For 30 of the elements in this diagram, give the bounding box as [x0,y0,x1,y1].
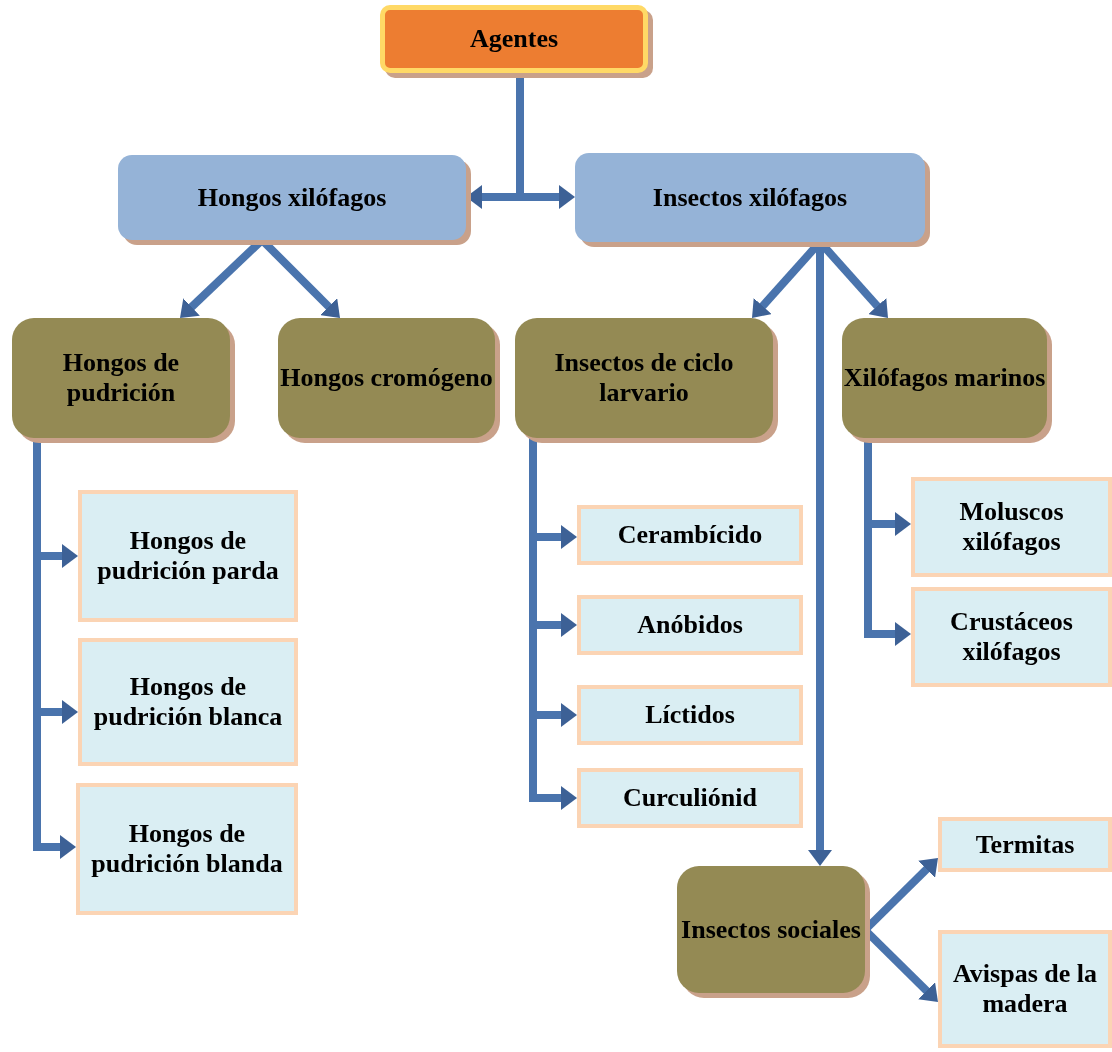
node-label: Agentes [469,24,559,54]
node-label: Hongos de pudrición blanca [92,672,284,732]
item-box [78,490,298,622]
node-label: Líctidos [645,700,735,730]
item-box [577,505,803,565]
node-label: Hongos cromógeno [280,363,493,393]
node-label: Insectos de ciclo larvario [553,348,735,408]
node-label: Hongos de pudrición blanda [90,819,284,879]
node-label: Hongos de pudrición [61,348,181,408]
node-label: Curculiónid [623,783,757,813]
item-box [911,477,1112,577]
item-box [577,768,803,828]
node-label: Insectos sociales [681,914,861,945]
node-label: Cerambícido [617,520,763,550]
item-box [938,817,1112,872]
node-label: Termitas [975,829,1075,860]
item-box [76,783,298,915]
node-label: Xilófagos marinos [843,363,1046,393]
node-label: Hongos de pudrición parda [96,526,280,586]
node-label: Anóbidos [637,610,743,640]
item-box [577,595,803,655]
node-label: Hongos xilófagos [197,182,387,213]
node-label: Avispas de la madera [952,959,1098,1019]
node-label: Insectos xilófagos [652,182,848,213]
item-box [577,685,803,745]
node-label: Moluscos xilófagos [958,497,1065,557]
item-box [938,930,1112,1048]
node-label: Crustáceos xilófagos [949,607,1074,667]
item-box [78,638,298,766]
item-box [911,587,1112,687]
